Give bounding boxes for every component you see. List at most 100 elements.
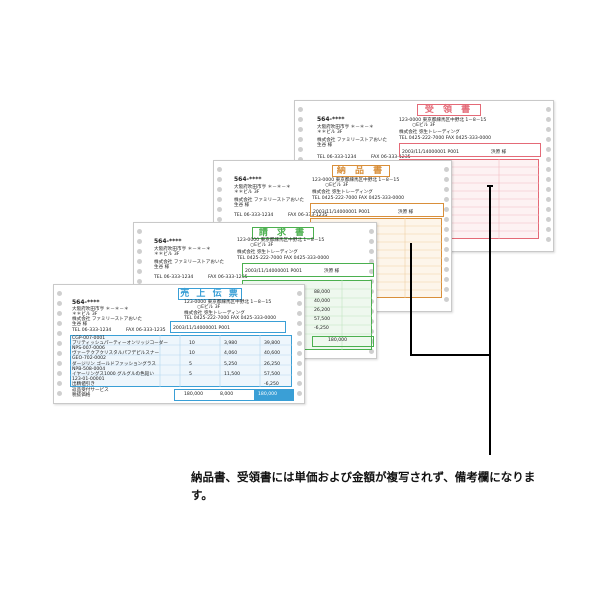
customer-name: 株式会社 ファミリーストアおいた 生谷 様 <box>154 260 225 271</box>
sender-company: 株式会社 弥生トレーディング <box>184 311 245 316</box>
grand-total-cell <box>254 389 294 401</box>
feed-hole <box>546 207 551 212</box>
remarks: 返品受付サービス 税抜価格 <box>72 388 109 399</box>
item-name: ダージリン ゴールドファッショングラス <box>72 361 156 367</box>
header-box <box>242 263 374 277</box>
feed-hole <box>298 117 303 122</box>
feed-hole <box>369 259 374 264</box>
item-amount: -6,250 <box>264 381 279 387</box>
feed-hole <box>137 269 142 274</box>
feed-hole <box>297 311 302 316</box>
feed-hole <box>546 217 551 222</box>
customer-tel: TEL 06-333-1234 FAX 06-333-1235 <box>72 328 166 333</box>
feed-hole <box>444 267 449 272</box>
amount-5: -6,250 <box>314 326 329 331</box>
feed-hole <box>57 301 62 306</box>
sender-address: 123-0000 東京都練馬区中野北 1－8－15 ○Eビル 3F <box>237 238 325 249</box>
sender-tel: TEL 0425-222-7000 FAX 0425-333-0000 <box>237 256 330 261</box>
feed-hole <box>444 177 449 182</box>
sender-tel: TEL 0425-222-7000 FAX 0425-333-0000 <box>312 196 405 201</box>
postal-code: 564-**** <box>234 176 262 183</box>
feed-hole <box>546 147 551 152</box>
feed-hole <box>297 351 302 356</box>
recipient-name: 浜原 様 <box>398 210 414 215</box>
feed-hole <box>444 197 449 202</box>
sender-tel: TEL 0425-222-7000 FAX 0425-333-0000 <box>399 136 492 141</box>
feed-hole <box>297 331 302 336</box>
postal-code: 564-**** <box>72 299 100 306</box>
feed-hole <box>369 239 374 244</box>
amount-total: 180,000 <box>328 338 347 343</box>
slip-number: 2003/11/14000001 P001 <box>245 269 303 274</box>
recipient-name: 浜原 様 <box>324 269 340 274</box>
total-tax: 8,000 <box>220 392 234 397</box>
feed-hole <box>57 361 62 366</box>
item-amount: 26,250 <box>264 361 281 367</box>
sender-company: 株式会社 弥生トレーディング <box>399 130 460 135</box>
header-box <box>399 143 541 157</box>
customer-tel: TEL 06-333-1234 FAX 06-333-1235 <box>234 213 328 218</box>
feed-hole <box>57 351 62 356</box>
sender-address: 123-0000 東京都練馬区中野北 1－8－15 ○Eビル 3F <box>184 300 272 311</box>
feed-hole <box>546 117 551 122</box>
feed-hole <box>217 207 222 212</box>
feed-holes-left <box>54 285 64 403</box>
item-code: 123-01-00001 <box>72 376 105 382</box>
form-title: 受 領 書 <box>417 104 481 116</box>
feed-hole <box>546 177 551 182</box>
feed-hole <box>444 187 449 192</box>
feed-hole <box>369 229 374 234</box>
feed-hole <box>546 167 551 172</box>
item-name: イヤーリングス1000 グルグルの色鉛い <box>72 371 154 377</box>
feed-hole <box>297 321 302 326</box>
feed-hole <box>546 137 551 142</box>
sender-company: 株式会社 弥生トレーディング <box>237 250 298 255</box>
postal-code: 564-**** <box>317 116 345 123</box>
feed-hole <box>369 269 374 274</box>
feed-hole <box>444 237 449 242</box>
item-grid <box>70 335 292 387</box>
feed-holes-right <box>543 101 553 251</box>
item-qty: 10 <box>189 341 195 347</box>
amount-1: 88,000 <box>314 290 331 295</box>
feed-hole <box>137 239 142 244</box>
feed-hole <box>297 391 302 396</box>
feed-hole <box>546 107 551 112</box>
feed-hole <box>546 127 551 132</box>
feed-holes-right <box>294 285 304 403</box>
total-box <box>312 336 374 347</box>
customer-name: 株式会社 ファミリーストアおいた 生谷 様 <box>317 138 388 149</box>
item-qty: 10 <box>189 351 195 357</box>
item-code: NPS-007-0006 <box>72 346 105 352</box>
form-title: 納 品 書 <box>332 165 390 177</box>
amount-3: 26,200 <box>314 308 331 313</box>
feed-hole <box>369 349 374 354</box>
feed-hole <box>137 279 142 284</box>
form-title: 売 上 伝 票 <box>178 288 242 300</box>
total-grand: 180,000 <box>258 392 277 397</box>
feed-hole <box>298 107 303 112</box>
feed-hole <box>546 157 551 162</box>
item-qty: 5 <box>189 361 192 367</box>
feed-hole <box>217 197 222 202</box>
customer-tel: TEL 06-333-1234 FAX 06-333-1235 <box>154 275 248 280</box>
leader-line-receipt-vertical <box>489 187 491 455</box>
feed-hole <box>217 217 222 222</box>
item-code: CGP-007-0001 <box>72 336 106 341</box>
item-price: 4,060 <box>224 351 238 357</box>
feed-hole <box>137 229 142 234</box>
item-price: 5,250 <box>224 361 238 367</box>
feed-hole <box>297 381 302 386</box>
feed-hole <box>57 391 62 396</box>
feed-hole <box>57 341 62 346</box>
total-subtotal: 180,000 <box>184 392 203 397</box>
item-amount: 39,800 <box>264 341 281 347</box>
leader-line-receipt-stub <box>487 185 493 187</box>
caption-text: 納品書、受領書には単価および金額が複写されず、備考欄になります。 <box>191 470 536 502</box>
feed-hole <box>546 237 551 242</box>
sender-address: 123-0000 東京都練馬区中野北 1－8－15 ○Eビル 3F <box>312 178 400 189</box>
header-box <box>170 321 286 333</box>
recipient-name: 浜原 様 <box>491 150 507 155</box>
feed-hole <box>137 259 142 264</box>
customer-address: 大阪府吹田市亨 ＊－＊－＊ ＊＊ビル 3F <box>154 247 211 258</box>
